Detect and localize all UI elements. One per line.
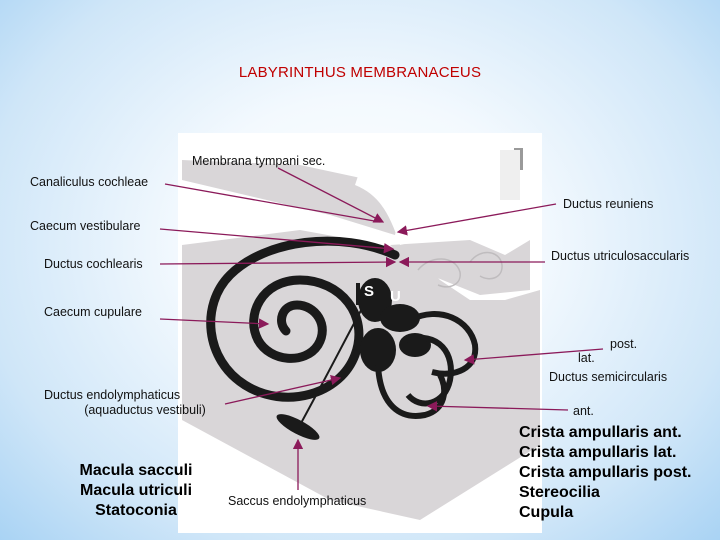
label-ductus-reuniens: Ductus reuniens xyxy=(563,197,654,211)
list-item: Statoconia xyxy=(95,502,177,519)
label-aquaductus-vestibuli: (aquaductus vestibuli) xyxy=(84,403,206,417)
label-saccus-endolymphaticus: Saccus endolymphaticus xyxy=(228,494,367,508)
label-ductus-endolymphaticus: Ductus endolymphaticus (aquaductus vesti… xyxy=(40,388,250,418)
label-ductus-cochlearis: Ductus cochlearis xyxy=(44,257,143,271)
label-saccule-s: S xyxy=(364,283,375,300)
s-bar xyxy=(356,283,360,305)
label-caecum-vestibulare: Caecum vestibulare xyxy=(30,219,141,233)
label-caecum-cupulare: Caecum cupulare xyxy=(44,305,142,319)
semicircular-ducts xyxy=(375,311,479,419)
cochlear-duct xyxy=(206,236,400,402)
gray-outline-loops xyxy=(417,251,503,288)
list-item: Stereocilia xyxy=(519,484,600,501)
endolymphatic-duct xyxy=(299,289,373,426)
endolymphatic-sac xyxy=(276,414,320,440)
label-post: post. xyxy=(610,337,638,351)
list-item: Crista ampullaris post. xyxy=(519,464,692,481)
list-item: Macula utriculi xyxy=(79,482,193,499)
left-term-list: Macula sacculi Macula utriculi Statoconi… xyxy=(46,461,226,521)
label-ductus-utriculosaccularis: Ductus utriculosaccularis xyxy=(551,249,690,263)
pointer-lines xyxy=(159,167,604,490)
u-underline xyxy=(387,308,405,311)
label-lat: lat. xyxy=(578,351,595,365)
label-membrana-tympani: Membrana tympani sec. xyxy=(192,154,326,168)
label-utricle-u: U xyxy=(390,288,401,305)
list-item: Crista ampullaris ant. xyxy=(519,424,682,441)
list-item: Cupula xyxy=(519,504,574,521)
perilymph-space xyxy=(355,150,520,245)
page-title: LABYRINTHUS MEMBRANACEUS xyxy=(238,64,482,81)
label-ductus-semicircularis: Ductus semicircularis xyxy=(549,370,668,384)
label-canaliculus-cochleae: Canaliculus cochleae xyxy=(30,175,149,189)
vestibule xyxy=(358,278,431,372)
list-item: Crista ampullaris lat. xyxy=(519,444,677,461)
list-item: Macula sacculi xyxy=(79,462,193,479)
label-ant: ant. xyxy=(573,404,594,418)
right-term-list: Crista ampullaris ant. Crista ampullaris… xyxy=(519,423,692,523)
label-ductus-endolymphaticus-line1: Ductus endolymphaticus xyxy=(44,388,181,402)
